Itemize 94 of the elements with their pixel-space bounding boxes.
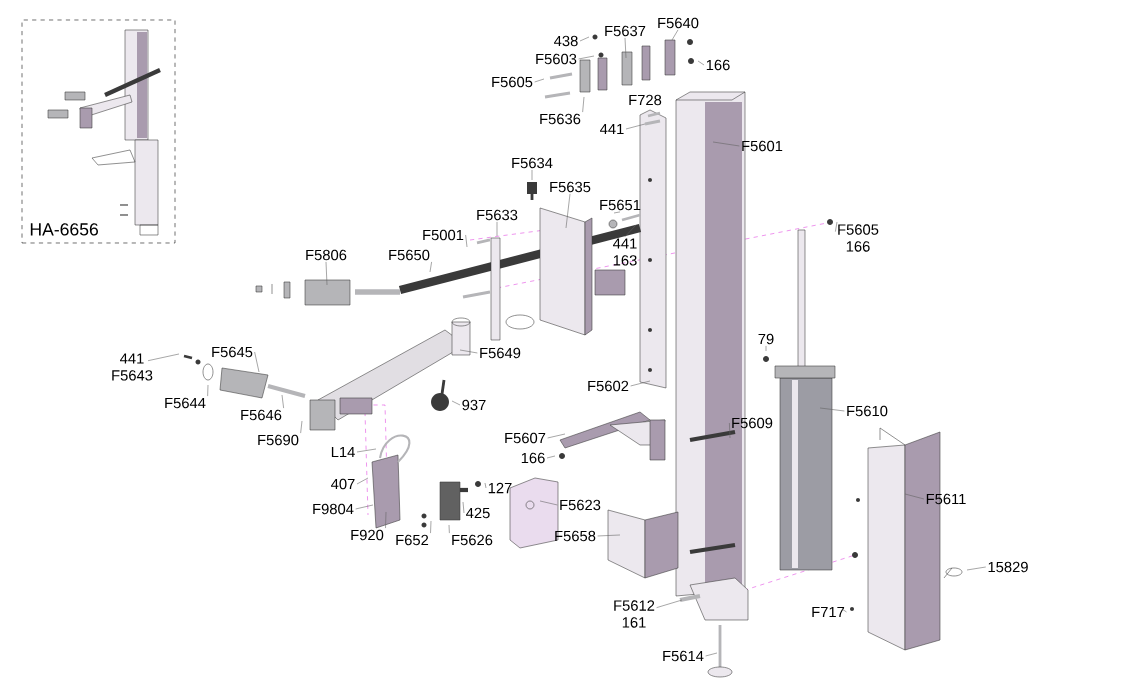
leader-line [624, 37, 627, 59]
part-label: F728 [629, 94, 662, 106]
leader-line [546, 455, 556, 459]
part-label: F5645 [212, 346, 253, 358]
leader-line [765, 345, 767, 352]
part-label: F5634 [512, 157, 553, 169]
leader-line [147, 353, 180, 361]
part-label: 166 [706, 59, 730, 71]
leader-line [385, 511, 387, 529]
part-label: F5609 [732, 417, 773, 429]
part-label: F5646 [241, 409, 282, 421]
leader-line [582, 96, 585, 113]
part-label: F5636 [540, 113, 581, 125]
leader-line [534, 78, 545, 83]
part-label: F652 [396, 534, 429, 546]
leader-line [579, 36, 590, 42]
part-label: F5635 [550, 181, 591, 193]
leader-line [281, 394, 284, 409]
part-label: F5610 [847, 405, 888, 417]
part-label: F5614 [663, 650, 704, 662]
leader-line [625, 123, 646, 130]
part-label: F5637 [605, 25, 646, 37]
leader-line [356, 477, 369, 485]
leader-line [729, 422, 731, 439]
leader-line [819, 407, 845, 412]
leader-line [547, 433, 566, 439]
part-label: 425 [466, 507, 490, 519]
leader-line [430, 520, 432, 534]
part-label: 937 [462, 399, 486, 411]
leader-line [630, 380, 651, 387]
leader-line [578, 55, 595, 60]
part-label: F5633 [477, 209, 518, 221]
leader-line [539, 500, 558, 506]
leader-line [597, 534, 621, 537]
leader-line [448, 524, 450, 534]
part-label: 441 163 [613, 238, 637, 266]
part-label: F5650 [389, 249, 430, 261]
part-label: F5690 [258, 434, 299, 446]
leader-line [462, 501, 465, 514]
part-label: F5612 161 [614, 600, 655, 628]
part-label: F5640 [658, 17, 699, 29]
leader-line [671, 29, 679, 41]
part-label: F5626 [452, 534, 493, 546]
part-label: F5602 [588, 380, 629, 392]
part-label: 441 [600, 123, 624, 135]
part-label: 127 [488, 482, 512, 494]
part-label: L14 [331, 446, 355, 458]
leader-line [656, 599, 683, 608]
leader-line [835, 221, 838, 232]
part-label: F920 [351, 529, 384, 541]
part-label: 79 [758, 333, 774, 345]
part-label: F5623 [560, 499, 601, 511]
part-label: F717 [812, 606, 845, 618]
part-label: F5651 [600, 199, 641, 211]
leader-line [325, 261, 328, 286]
leader-line [459, 349, 478, 354]
part-label: 441 F5643 [112, 353, 153, 381]
leader-line [904, 493, 925, 500]
leader-line [712, 141, 740, 147]
part-label: F5001 [423, 229, 464, 241]
leader-line [624, 224, 637, 237]
leader-line [496, 221, 498, 237]
leader-line [207, 384, 209, 397]
part-label: F5607 [505, 432, 546, 444]
part-label: F5644 [165, 397, 206, 409]
leader-line [966, 566, 987, 571]
inset-box: HA-6656 [21, 19, 176, 244]
part-label: F5649 [480, 347, 521, 359]
leader-line [356, 448, 377, 453]
leader-line [531, 169, 533, 181]
part-label: F5658 [555, 530, 596, 542]
part-label: F5806 [306, 249, 347, 261]
leader-line [300, 420, 303, 434]
leader-line [565, 193, 571, 229]
leader-line [451, 400, 461, 406]
part-label: 15829 [988, 561, 1028, 573]
part-label: F5601 [742, 140, 783, 152]
leader-line [841, 608, 847, 613]
leader-line [254, 351, 260, 373]
leader-line [429, 261, 432, 273]
leader-line [355, 504, 374, 510]
part-label: 166 [521, 452, 545, 464]
part-label: F5605 [492, 76, 533, 88]
leader-line [697, 60, 705, 66]
leader-line [705, 652, 718, 657]
leader-line [613, 211, 621, 214]
leader-line [465, 234, 468, 248]
part-label: F5605 166 [838, 224, 879, 252]
part-label: 407 [331, 478, 355, 490]
part-label: F5611 [926, 493, 966, 505]
leader-line [484, 482, 487, 489]
part-label: F5603 [536, 53, 577, 65]
part-label: F9804 [313, 503, 354, 515]
part-label: 438 [554, 35, 578, 47]
